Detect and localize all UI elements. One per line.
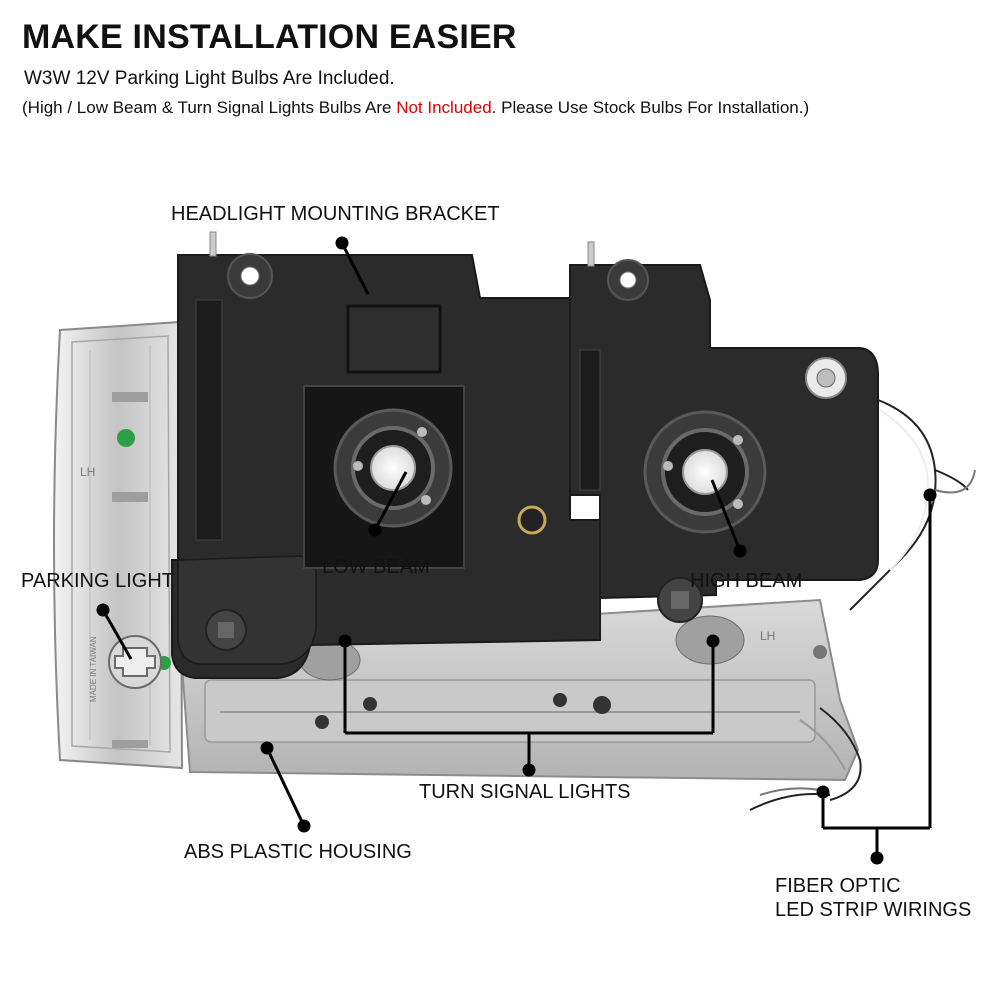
fiber-optic-label-line1: FIBER OPTIC	[775, 875, 901, 897]
turn-signal-label: TURN SIGNAL LIGHTS	[419, 781, 631, 803]
high-beam-socket	[643, 410, 767, 534]
side-marking-lower: LH	[760, 629, 775, 643]
fiber-optic-label: FIBER OPTIC LED STRIP WIRINGS	[775, 874, 971, 922]
side-marking-upper: LH	[80, 465, 95, 479]
included-bulbs-note: W3W 12V Parking Light Bulbs Are Included…	[24, 68, 395, 89]
not-included-highlight: Not Included	[396, 98, 492, 117]
callout-lines	[96, 236, 937, 865]
not-included-note: (High / Low Beam & Turn Signal Lights Bu…	[22, 98, 809, 118]
page-title: MAKE INSTALLATION EASIER	[22, 18, 517, 56]
housing-label: ABS PLASTIC HOUSING	[184, 841, 412, 863]
low-beam-label: LOW BEAM	[322, 556, 430, 578]
note-suffix: . Please Use Stock Bulbs For Installatio…	[491, 98, 810, 117]
made-in-marking: MADE IN TAIWAN	[89, 636, 98, 702]
parking-light-label: PARKING LIGHT	[21, 570, 174, 592]
note-prefix: (High / Low Beam & Turn Signal Lights Bu…	[22, 98, 397, 117]
fiber-optic-label-line2: LED STRIP WIRINGS	[775, 899, 972, 921]
certification-sticker-icon	[117, 429, 135, 447]
high-beam-label: HIGH BEAM	[690, 570, 803, 592]
low-beam-socket	[333, 408, 453, 528]
bracket-label: HEADLIGHT MOUNTING BRACKET	[171, 203, 500, 225]
parking-light-housing: LH MADE IN TAIWAN	[53, 320, 184, 770]
